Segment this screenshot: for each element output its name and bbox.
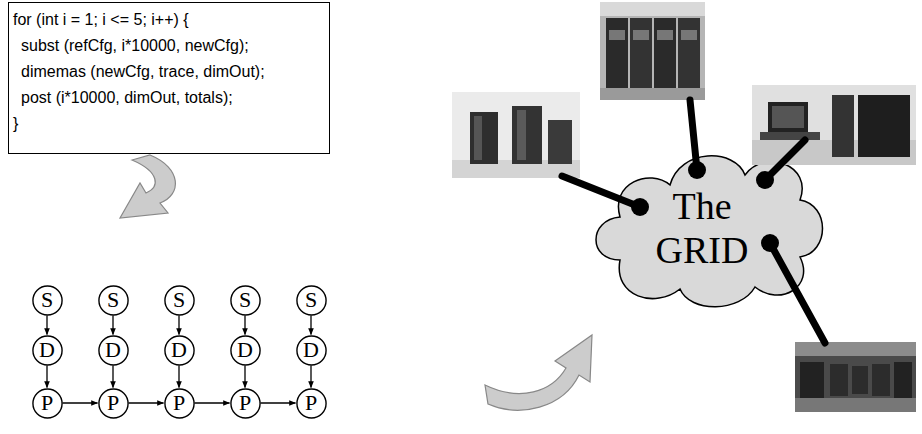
circle-outline (164, 388, 193, 417)
code-box: for (int i = 1; i <= 5; i++) {subst (ref… (8, 2, 330, 154)
task-circle: S (98, 285, 129, 316)
task-circle: P (98, 388, 129, 419)
task-letter: D (171, 339, 187, 361)
flow-arrow (120, 155, 175, 218)
flow-arrow (485, 335, 592, 410)
flow-arrow-line (261, 402, 296, 403)
cloud-outline (596, 156, 823, 307)
task-circle: D (98, 335, 129, 366)
circle-outline (32, 388, 61, 417)
flow-arrow-line (46, 366, 47, 388)
circle-outline (230, 285, 259, 314)
task-circle: D (164, 335, 195, 366)
flow-arrow-line (112, 316, 113, 335)
flow-arrow-line (46, 316, 47, 335)
flow-arrow-line (244, 366, 245, 388)
cloud-label: The GRID (642, 185, 762, 272)
machine-photo (452, 92, 580, 178)
circle-outline (296, 388, 325, 417)
task-circle: D (32, 335, 63, 366)
flow-arrow-line (112, 366, 113, 388)
flow-arrow-line (63, 402, 98, 403)
task-circle: P (230, 388, 261, 419)
flow-arrow-line (178, 366, 179, 388)
task-letter: P (107, 392, 119, 414)
circle-outline (98, 335, 127, 364)
task-circle: P (32, 388, 63, 419)
task-letter: P (173, 392, 185, 414)
task-letter: S (41, 289, 53, 311)
task-circle: S (164, 285, 195, 316)
task-letter: P (41, 392, 53, 414)
code-line: post (i*10000, dimOut, totals); (13, 85, 233, 111)
task-letter: S (305, 289, 317, 311)
task-circle: P (164, 388, 195, 419)
task-circle: D (230, 335, 261, 366)
task-letter: S (173, 289, 185, 311)
flow-arrow-line (310, 316, 311, 335)
flow-arrow-line (195, 402, 230, 403)
task-letter: S (107, 289, 119, 311)
task-letter: P (305, 392, 317, 414)
circle-outline (230, 335, 259, 364)
flow-arrow-line (129, 402, 164, 403)
network-link (562, 100, 825, 343)
link-dot (631, 161, 779, 252)
circle-outline (98, 388, 127, 417)
flow-arrow-line (244, 316, 245, 335)
circle-outline (296, 285, 325, 314)
task-circle: S (296, 285, 327, 316)
flow-arrow-line (178, 316, 179, 335)
code-line: } (13, 111, 18, 137)
flow-arrow-line (310, 366, 311, 388)
circle-outline (32, 335, 61, 364)
machine-photo (795, 342, 916, 412)
task-letter: D (39, 339, 55, 361)
task-letter: D (303, 339, 319, 361)
machine-photo (752, 85, 916, 165)
circle-outline (296, 335, 325, 364)
task-letter: S (239, 289, 251, 311)
code-line: for (int i = 1; i <= 5; i++) { (13, 7, 189, 33)
task-circle: D (296, 335, 327, 366)
task-circle: S (230, 285, 261, 316)
task-letter: D (237, 339, 253, 361)
task-letter: D (105, 339, 121, 361)
circle-outline (230, 388, 259, 417)
circle-outline (32, 285, 61, 314)
machine-photo (600, 2, 705, 100)
circle-outline (164, 285, 193, 314)
task-circle: S (32, 285, 63, 316)
code-line: subst (refCfg, i*10000, newCfg); (13, 33, 249, 59)
code-line: dimemas (newCfg, trace, dimOut); (13, 59, 265, 85)
circle-outline (98, 285, 127, 314)
circle-outline (164, 335, 193, 364)
task-circle: P (296, 388, 327, 419)
task-letter: P (239, 392, 251, 414)
